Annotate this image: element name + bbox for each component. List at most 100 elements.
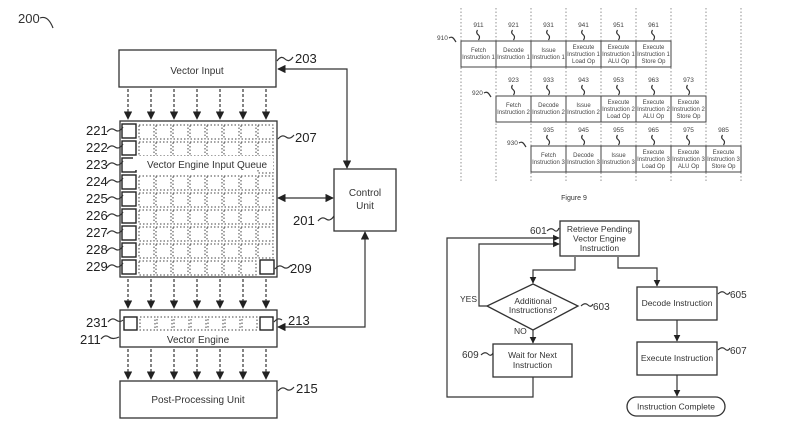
queue-slot	[172, 260, 189, 276]
stage-text: Load Op	[607, 114, 631, 120]
retrieve-line2: Vector Engine	[573, 234, 626, 244]
leader-line	[106, 126, 124, 133]
input-queue-ref: 207	[295, 130, 317, 145]
stage-ref: 921	[508, 22, 519, 29]
stage-text: Instruction 2	[497, 110, 530, 116]
queue-slot	[206, 209, 223, 225]
queue-slot	[138, 124, 155, 140]
vector-input-label: Vector Input	[170, 66, 224, 77]
vector-engine-label: Vector Engine	[167, 335, 230, 346]
queue-row-ref: 221	[86, 123, 108, 138]
leader-line	[106, 228, 124, 235]
post-processing-box	[119, 380, 278, 419]
engine-slot	[207, 316, 224, 331]
decode-label: Decode Instruction	[642, 298, 713, 308]
execute-label: Execute Instruction	[641, 353, 714, 363]
queue-row-ref: 228	[86, 242, 108, 257]
vector-input-ref: 203	[295, 51, 317, 66]
stage-text: Instruction 1	[602, 52, 635, 58]
queue-slot	[172, 175, 189, 191]
queue-slot	[155, 175, 172, 191]
leader-line	[717, 347, 731, 351]
stage-text: Execute	[678, 150, 700, 156]
retrieve-to-decision-arrow	[529, 257, 576, 284]
queue-slot	[189, 209, 206, 225]
control-to-engine-link	[277, 231, 370, 332]
pipeline-row-ref: 920	[472, 90, 483, 97]
stage-text: Issue	[611, 153, 626, 159]
stage-text: Execute	[608, 45, 630, 51]
yes-loop-arrow	[478, 240, 560, 307]
leader-line	[317, 215, 335, 222]
queue-corner-cell	[259, 259, 275, 275]
queue-slot	[206, 243, 223, 259]
leader-line	[546, 84, 551, 96]
queue-slot	[223, 226, 240, 242]
queue-slot	[138, 260, 155, 276]
queue-slot	[206, 124, 223, 140]
wait-line1: Wait for Next	[508, 350, 557, 360]
queue-row-head-cell	[121, 174, 137, 190]
stage-text: Issue	[541, 48, 556, 54]
leader-line	[546, 227, 560, 232]
stage-box	[530, 40, 567, 68]
queue-row-ref: 226	[86, 208, 108, 223]
stage-ref: 955	[613, 127, 624, 134]
control-unit-label-line1: Control	[349, 188, 381, 199]
queue-slot	[138, 192, 155, 208]
leader-line	[106, 245, 124, 252]
stage-box	[495, 95, 532, 123]
queue-slot	[172, 226, 189, 242]
stage-text: Instruction 1	[532, 55, 565, 61]
stage-box	[530, 95, 567, 123]
queue-row-head-cell	[121, 242, 137, 258]
stage-text: Instruction 1	[462, 55, 495, 61]
queue-label-bg	[133, 156, 273, 170]
queue-slot	[257, 192, 274, 208]
leader-line	[686, 84, 691, 96]
leader-line	[106, 194, 124, 201]
wait-ref: 609	[462, 350, 479, 361]
control-unit-ref: 201	[293, 213, 315, 228]
queue-slot	[223, 243, 240, 259]
post-processing-label: Post-Processing Unit	[151, 395, 245, 406]
control-unit-label-line2: Unit	[356, 201, 374, 212]
queue-slot	[257, 209, 274, 225]
leader-line	[581, 29, 586, 41]
leader-line	[581, 134, 586, 146]
queue-slot	[155, 243, 172, 259]
decision-ref: 603	[593, 302, 610, 313]
pipeline-row-ref: 930	[507, 140, 518, 147]
stage-text: Instruction 3	[672, 157, 705, 163]
stage-box	[635, 40, 672, 68]
queue-row-head-cell	[121, 191, 137, 207]
leader-line	[686, 134, 691, 146]
stage-text: Instruction 2	[567, 110, 600, 116]
execute-box	[636, 341, 718, 376]
input-queue-box	[119, 120, 278, 278]
retrieve-box	[559, 220, 640, 257]
stage-text: Decode	[538, 103, 559, 109]
figure-200: 200 Vector Input 203 Vector Engine Input…	[18, 11, 397, 419]
engine-slot	[241, 316, 258, 331]
leader-line	[717, 291, 731, 295]
stage-text: Instruction 3	[707, 157, 740, 163]
stage-text: Fetch	[541, 153, 556, 159]
leader-line	[580, 303, 594, 307]
stage-ref: 935	[543, 127, 554, 134]
queue-slot	[138, 226, 155, 242]
queue-slot	[223, 209, 240, 225]
stage-text: Execute	[643, 45, 665, 51]
engine-slot	[190, 316, 207, 331]
queue-slot	[223, 124, 240, 140]
